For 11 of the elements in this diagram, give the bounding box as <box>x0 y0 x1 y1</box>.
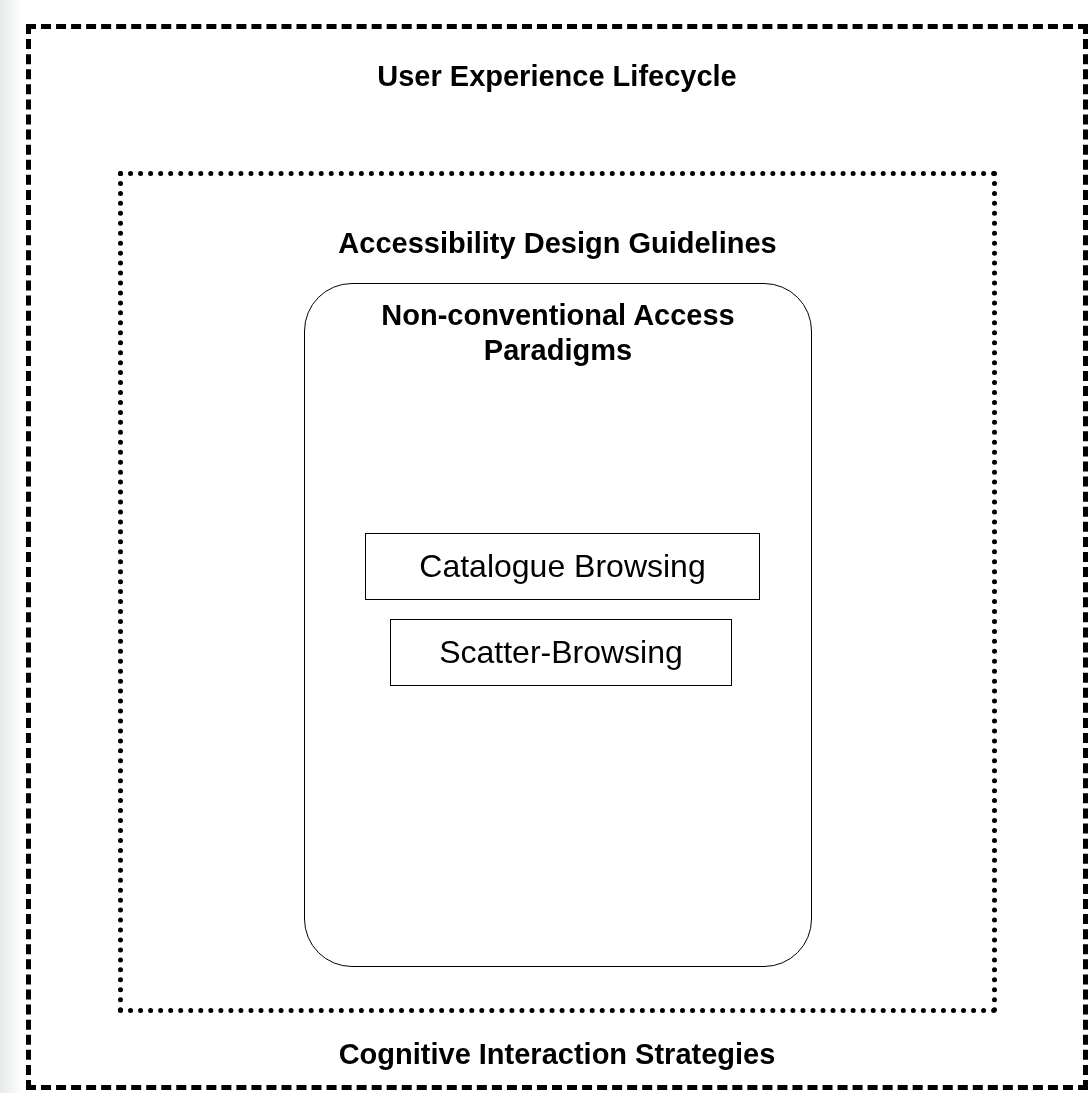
box-title: Catalogue Browsing <box>418 547 707 586</box>
box-title: Scatter-Browsing <box>438 633 684 672</box>
dotted-boundary <box>118 171 997 1013</box>
box-footer-label: Cognitive Interaction Strategies <box>337 1037 777 1072</box>
process-box <box>390 619 732 686</box>
dashed-boundary <box>26 24 1088 1090</box>
rounded-box <box>304 283 812 967</box>
box-title: Non-conventional Access Paradigms <box>380 298 736 368</box>
box-title: Accessibility Design Guidelines <box>337 226 778 261</box>
box-title: User Experience Lifecycle <box>376 59 738 94</box>
process-box <box>365 533 760 600</box>
